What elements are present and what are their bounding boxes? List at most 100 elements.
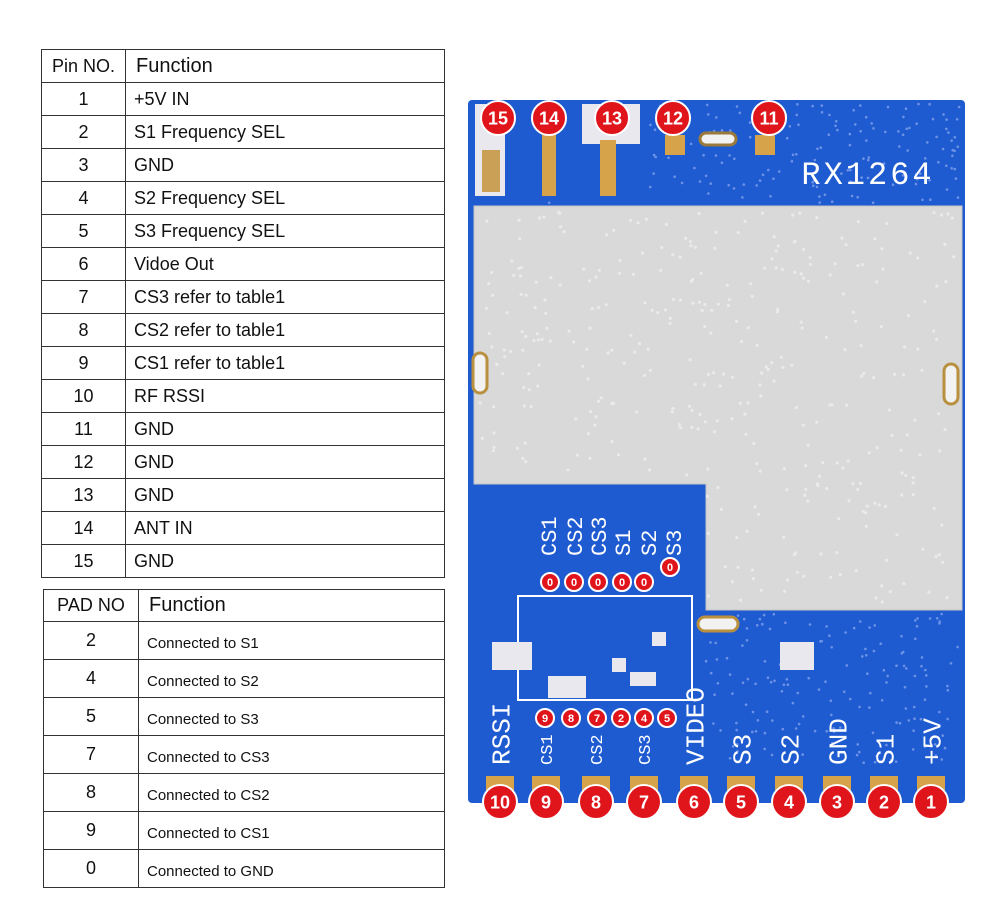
surface-dot: [911, 476, 915, 480]
via-dot: [865, 139, 868, 142]
surface-dot: [864, 524, 868, 529]
via-dot: [762, 613, 766, 617]
via-dot: [931, 117, 935, 121]
via-dot: [728, 757, 732, 760]
surface-dot: [643, 301, 647, 305]
via-dot: [828, 634, 831, 637]
surface-dot: [548, 339, 552, 343]
surface-dot: [683, 236, 688, 240]
surface-dot: [719, 507, 724, 511]
function-cell: Connected to S3: [138, 697, 445, 736]
surface-dot: [738, 598, 743, 602]
via-dot: [748, 135, 752, 139]
surface-dot: [815, 420, 819, 424]
via-dot: [906, 149, 909, 152]
silk-block: [630, 672, 656, 686]
via-dot: [741, 644, 744, 647]
via-dot: [905, 127, 908, 131]
surface-dot: [693, 382, 698, 386]
pin-marker: 2: [611, 708, 631, 728]
surface-dot: [749, 282, 753, 286]
function-cell: S1 Frequency SEL: [125, 115, 445, 149]
surface-dot: [735, 536, 739, 540]
via-dot: [763, 731, 767, 735]
via-dot: [817, 688, 821, 691]
via-dot: [856, 743, 859, 746]
via-dot: [824, 680, 827, 683]
surface-dot: [782, 467, 787, 471]
pin-marker-label: 11: [759, 108, 778, 128]
surface-dot: [501, 372, 505, 376]
via-dot: [928, 617, 932, 620]
surface-dot: [599, 396, 603, 400]
surface-dot: [610, 401, 614, 406]
surface-dot: [697, 300, 702, 304]
via-dot: [811, 180, 814, 184]
surface-dot: [801, 423, 805, 427]
surface-dot: [671, 297, 676, 302]
via-dot: [819, 640, 822, 643]
via-dot: [953, 167, 957, 171]
pin-silk-label: S1: [871, 734, 901, 765]
via-dot: [935, 617, 939, 620]
surface-dot: [484, 306, 488, 310]
via-dot: [816, 147, 819, 151]
pin-marker: 9: [528, 784, 564, 820]
via-dot: [903, 685, 907, 689]
surface-dot: [791, 213, 795, 217]
pin-silk-label: S2: [776, 734, 806, 765]
surface-dot: [877, 503, 881, 507]
via-dot: [680, 181, 684, 185]
surface-dot: [491, 293, 495, 297]
surface-dot: [938, 449, 942, 453]
via-dot: [867, 158, 870, 162]
number-cell: 15: [41, 544, 126, 578]
surface-dot: [643, 457, 647, 461]
via-dot: [879, 642, 882, 645]
dip-silk-label: S1: [612, 530, 637, 556]
pin-marker-label: 14: [539, 108, 559, 128]
surface-dot: [932, 506, 936, 510]
via-dot: [754, 682, 757, 686]
surface-dot: [510, 259, 514, 263]
function-cell: GND: [125, 544, 445, 578]
surface-dot: [617, 271, 622, 275]
surface-dot: [537, 216, 542, 220]
via-dot: [736, 750, 739, 753]
pin-marker-label: 6: [689, 792, 699, 812]
surface-dot: [808, 256, 812, 260]
via-dot: [885, 681, 888, 684]
via-dot: [860, 176, 863, 179]
surface-dot: [937, 553, 941, 557]
via-dot: [904, 707, 908, 710]
surface-dot: [549, 276, 553, 280]
surface-dot: [738, 401, 742, 405]
surface-dot: [588, 410, 593, 414]
model-label: RX1264: [801, 157, 934, 194]
via-dot: [818, 195, 821, 198]
via-dot: [849, 168, 852, 172]
function-cell: GND: [125, 478, 445, 512]
via-dot: [756, 719, 760, 722]
mount-slot: [698, 131, 738, 147]
via-dot: [869, 691, 872, 695]
via-dot: [913, 674, 917, 678]
mount-slot: [696, 615, 740, 633]
surface-dot: [790, 363, 794, 367]
surface-dot: [844, 403, 849, 407]
via-dot: [715, 116, 718, 119]
pin-marker-label: 7: [594, 713, 600, 725]
surface-dot: [900, 493, 904, 497]
via-dot: [911, 748, 915, 751]
surface-dot: [755, 462, 759, 466]
surface-dot: [698, 412, 702, 417]
dip-silk-label: CS2: [564, 516, 589, 556]
via-dot: [858, 705, 861, 709]
via-dot: [882, 668, 886, 672]
surface-dot: [562, 230, 566, 234]
surface-dot: [586, 377, 590, 381]
via-dot: [693, 166, 696, 170]
